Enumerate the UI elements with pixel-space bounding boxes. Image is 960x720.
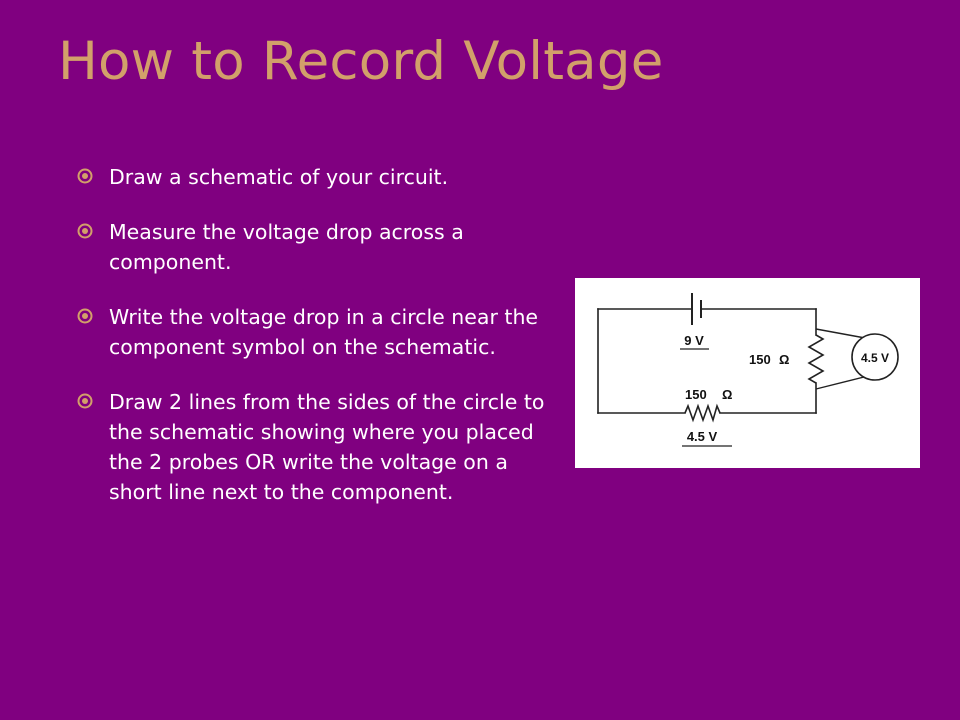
circled-dot-bullet-icon xyxy=(77,223,93,239)
bullet-text: Draw 2 lines from the sides of the circl… xyxy=(109,390,545,504)
circled-dot-bullet-icon xyxy=(77,308,93,324)
voltage-reading-circle xyxy=(851,333,899,381)
bottom-voltage-label: 4.5 V xyxy=(687,429,718,444)
circled-dot-bullet-icon xyxy=(77,393,93,409)
bullet-item: Draw 2 lines from the sides of the circl… xyxy=(76,387,556,507)
resistor-right-symbol xyxy=(807,334,825,384)
circuit-schematic-drawing: 9 V 150 Ω 4.5 V 150 Ω 4.5 V xyxy=(597,293,899,447)
ohm-symbol-bottom: Ω xyxy=(722,387,732,402)
bullet-item: Write the voltage drop in a circle near … xyxy=(76,302,556,362)
bullet-item: Measure the voltage drop across a compon… xyxy=(76,217,556,277)
ohm-symbol-right: Ω xyxy=(779,352,789,367)
slide-title: How to Record Voltage xyxy=(58,31,664,92)
circled-dot-bullet-icon xyxy=(77,168,93,184)
bullet-text: Measure the voltage drop across a compon… xyxy=(109,220,464,274)
battery-voltage-label: 9 V xyxy=(684,333,704,348)
bullet-text: Draw a schematic of your circuit. xyxy=(109,165,449,189)
bullet-item: Draw a schematic of your circuit. xyxy=(76,162,556,192)
bullet-text: Write the voltage drop in a circle near … xyxy=(109,305,539,359)
circle-voltage-label: 4.5 V xyxy=(861,351,889,365)
battery-symbol xyxy=(691,293,702,325)
resistor-right-value: 150 xyxy=(749,352,771,367)
resistor-bottom-symbol xyxy=(684,403,721,423)
circuit-schematic: 9 V 150 Ω 4.5 V 150 Ω 4.5 V xyxy=(575,278,920,468)
bullet-list: Draw a schematic of your circuit. Measur… xyxy=(76,162,556,532)
resistor-bottom-value: 150 xyxy=(685,387,707,402)
circuit-wires xyxy=(597,308,817,414)
